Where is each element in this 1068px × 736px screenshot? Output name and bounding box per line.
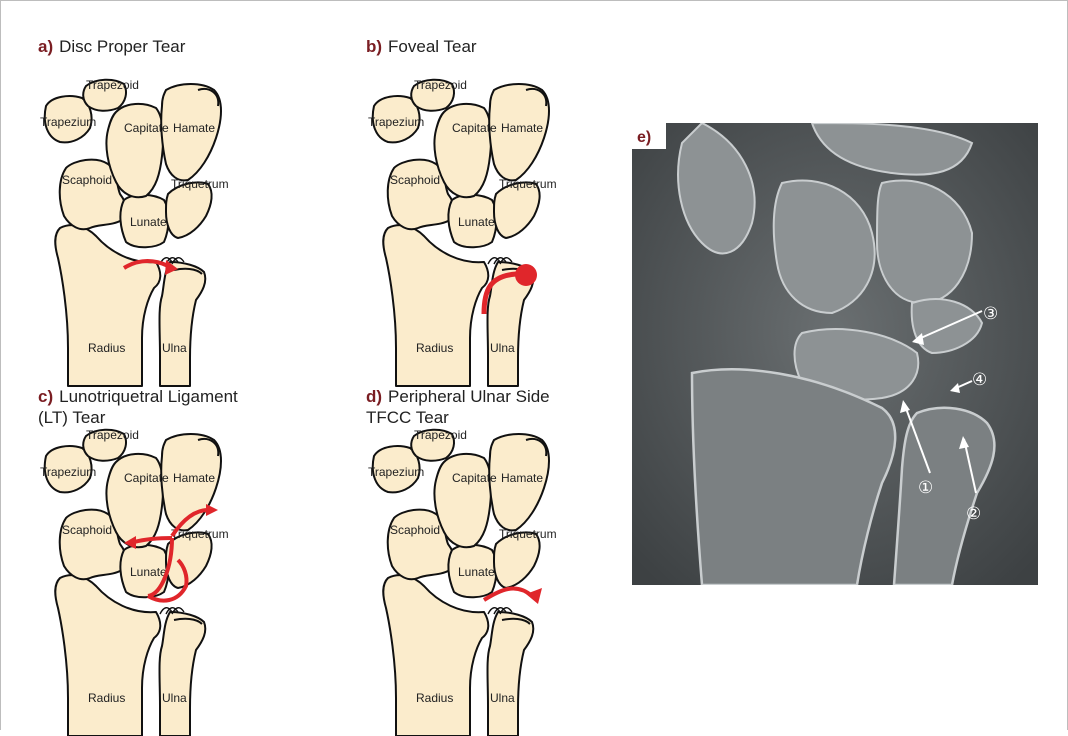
xray-letter: e) — [637, 129, 651, 146]
tear-overlay-b — [366, 76, 606, 386]
marker-2: ② — [966, 504, 981, 524]
panel-title: b)Foveal Tear — [366, 36, 477, 57]
xray-svg: ③ ④ ① ② e) — [632, 123, 1038, 585]
tear-arrow-upper — [172, 510, 208, 536]
tear-overlay-d — [366, 426, 606, 736]
tear-arrow — [124, 261, 168, 268]
tear-overlay-c — [38, 426, 278, 736]
tear-arrowhead — [165, 260, 178, 275]
panel-c: c)Lunotriquetral Ligament(LT) Tear Trape… — [38, 386, 328, 716]
marker-3: ③ — [983, 304, 998, 324]
tear-dot — [515, 264, 537, 286]
arrowhead-upper — [206, 504, 218, 516]
panel-title: a)Disc Proper Tear — [38, 36, 185, 57]
xray-image: ③ ④ ① ② e) — [632, 123, 1038, 585]
marker-1: ① — [918, 478, 933, 498]
tear-path — [484, 274, 516, 314]
marker-4: ④ — [972, 370, 987, 390]
panel-title: c)Lunotriquetral Ligament(LT) Tear — [38, 386, 238, 428]
panel-a: a)Disc Proper Tear Trapezoid Trapezium C… — [38, 36, 328, 366]
tear-arrow-left — [134, 538, 172, 542]
tear-arrowhead — [526, 588, 542, 604]
tear-overlay-a — [38, 76, 278, 386]
tear-path — [148, 538, 172, 596]
panel-b: b)Foveal Tear Trapezoid Trapezium Capita… — [366, 36, 656, 366]
arrowhead-left — [124, 536, 136, 549]
tear-arrow — [484, 588, 532, 600]
